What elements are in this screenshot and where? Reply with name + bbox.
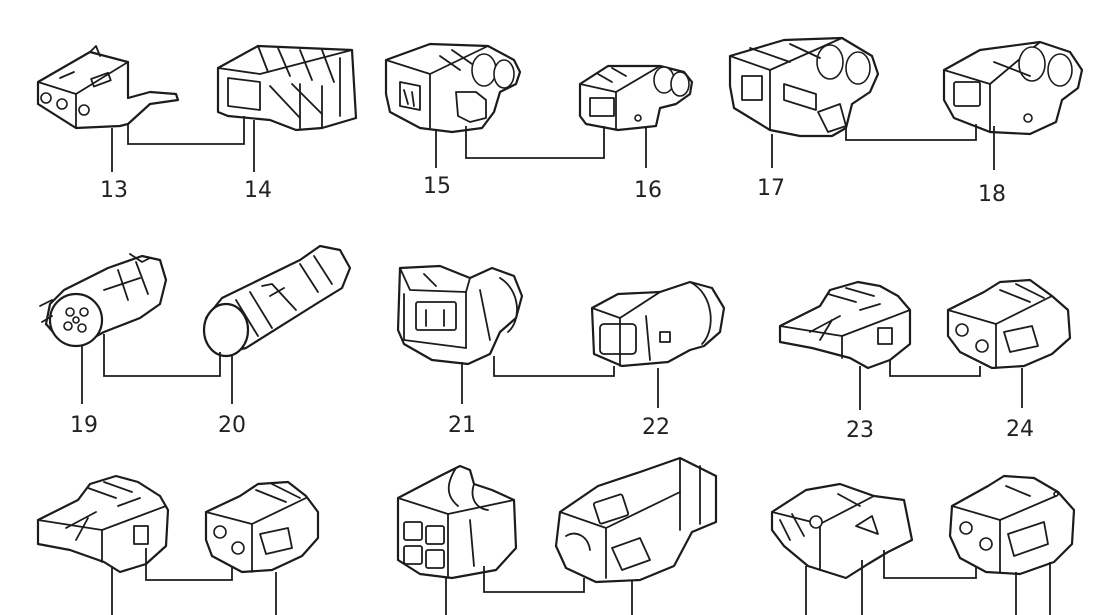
connector-23 [778, 280, 912, 370]
connector-15 [384, 42, 522, 134]
connector-24 [946, 278, 1072, 370]
label-19: 19 [70, 413, 98, 438]
label-17: 17 [757, 176, 785, 201]
connector-28 [554, 456, 718, 584]
connector-25 [36, 474, 170, 574]
label-21: 21 [448, 413, 476, 438]
label-20: 20 [218, 413, 246, 438]
connector-29 [770, 482, 914, 580]
connector-16 [578, 64, 694, 132]
connector-13 [36, 45, 180, 130]
connector-18 [942, 40, 1084, 136]
label-15: 15 [423, 174, 451, 199]
connector-22 [590, 280, 726, 368]
connector-19 [39, 253, 168, 348]
connector-27 [396, 464, 518, 580]
connector-14 [216, 44, 358, 132]
label-23: 23 [846, 418, 874, 443]
label-24: 24 [1006, 417, 1034, 442]
connector-21 [396, 264, 524, 366]
label-14: 14 [244, 178, 272, 203]
label-18: 18 [978, 182, 1006, 207]
connector-20 [202, 244, 352, 358]
label-22: 22 [642, 415, 670, 440]
label-13: 13 [100, 178, 128, 203]
connector-17 [728, 36, 880, 138]
connector-26 [204, 480, 320, 574]
connector-30 [948, 474, 1076, 576]
label-16: 16 [634, 178, 662, 203]
